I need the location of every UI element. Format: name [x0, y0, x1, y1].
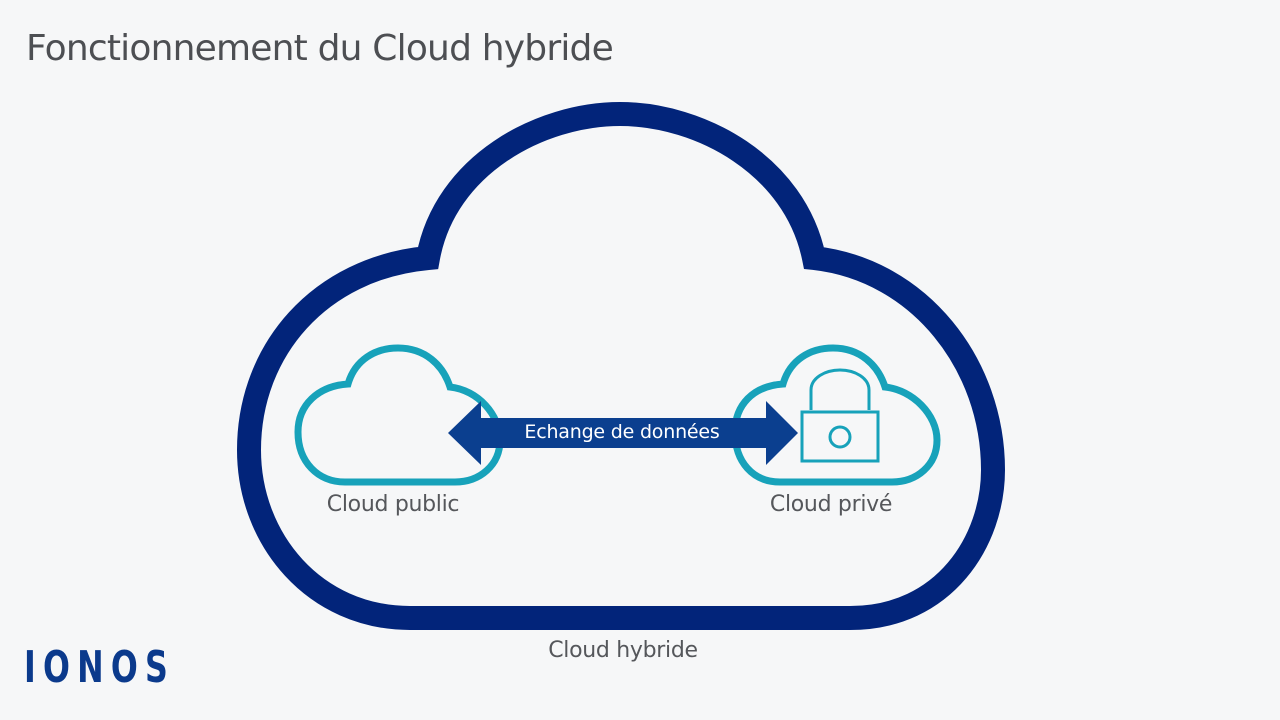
- exchange-label: Echange de données: [524, 421, 720, 443]
- hybrid-cloud-label: Cloud hybride: [548, 638, 698, 663]
- page-title: Fonctionnement du Cloud hybride: [26, 28, 614, 69]
- lock-icon: [800, 368, 880, 463]
- hybrid-cloud-icon: [236, 101, 1006, 630]
- private-cloud-label: Cloud privé: [769, 492, 893, 517]
- double-arrow-icon: [448, 401, 798, 465]
- public-cloud-label: Cloud public: [326, 492, 460, 517]
- ionos-logo: IONOS: [24, 642, 175, 693]
